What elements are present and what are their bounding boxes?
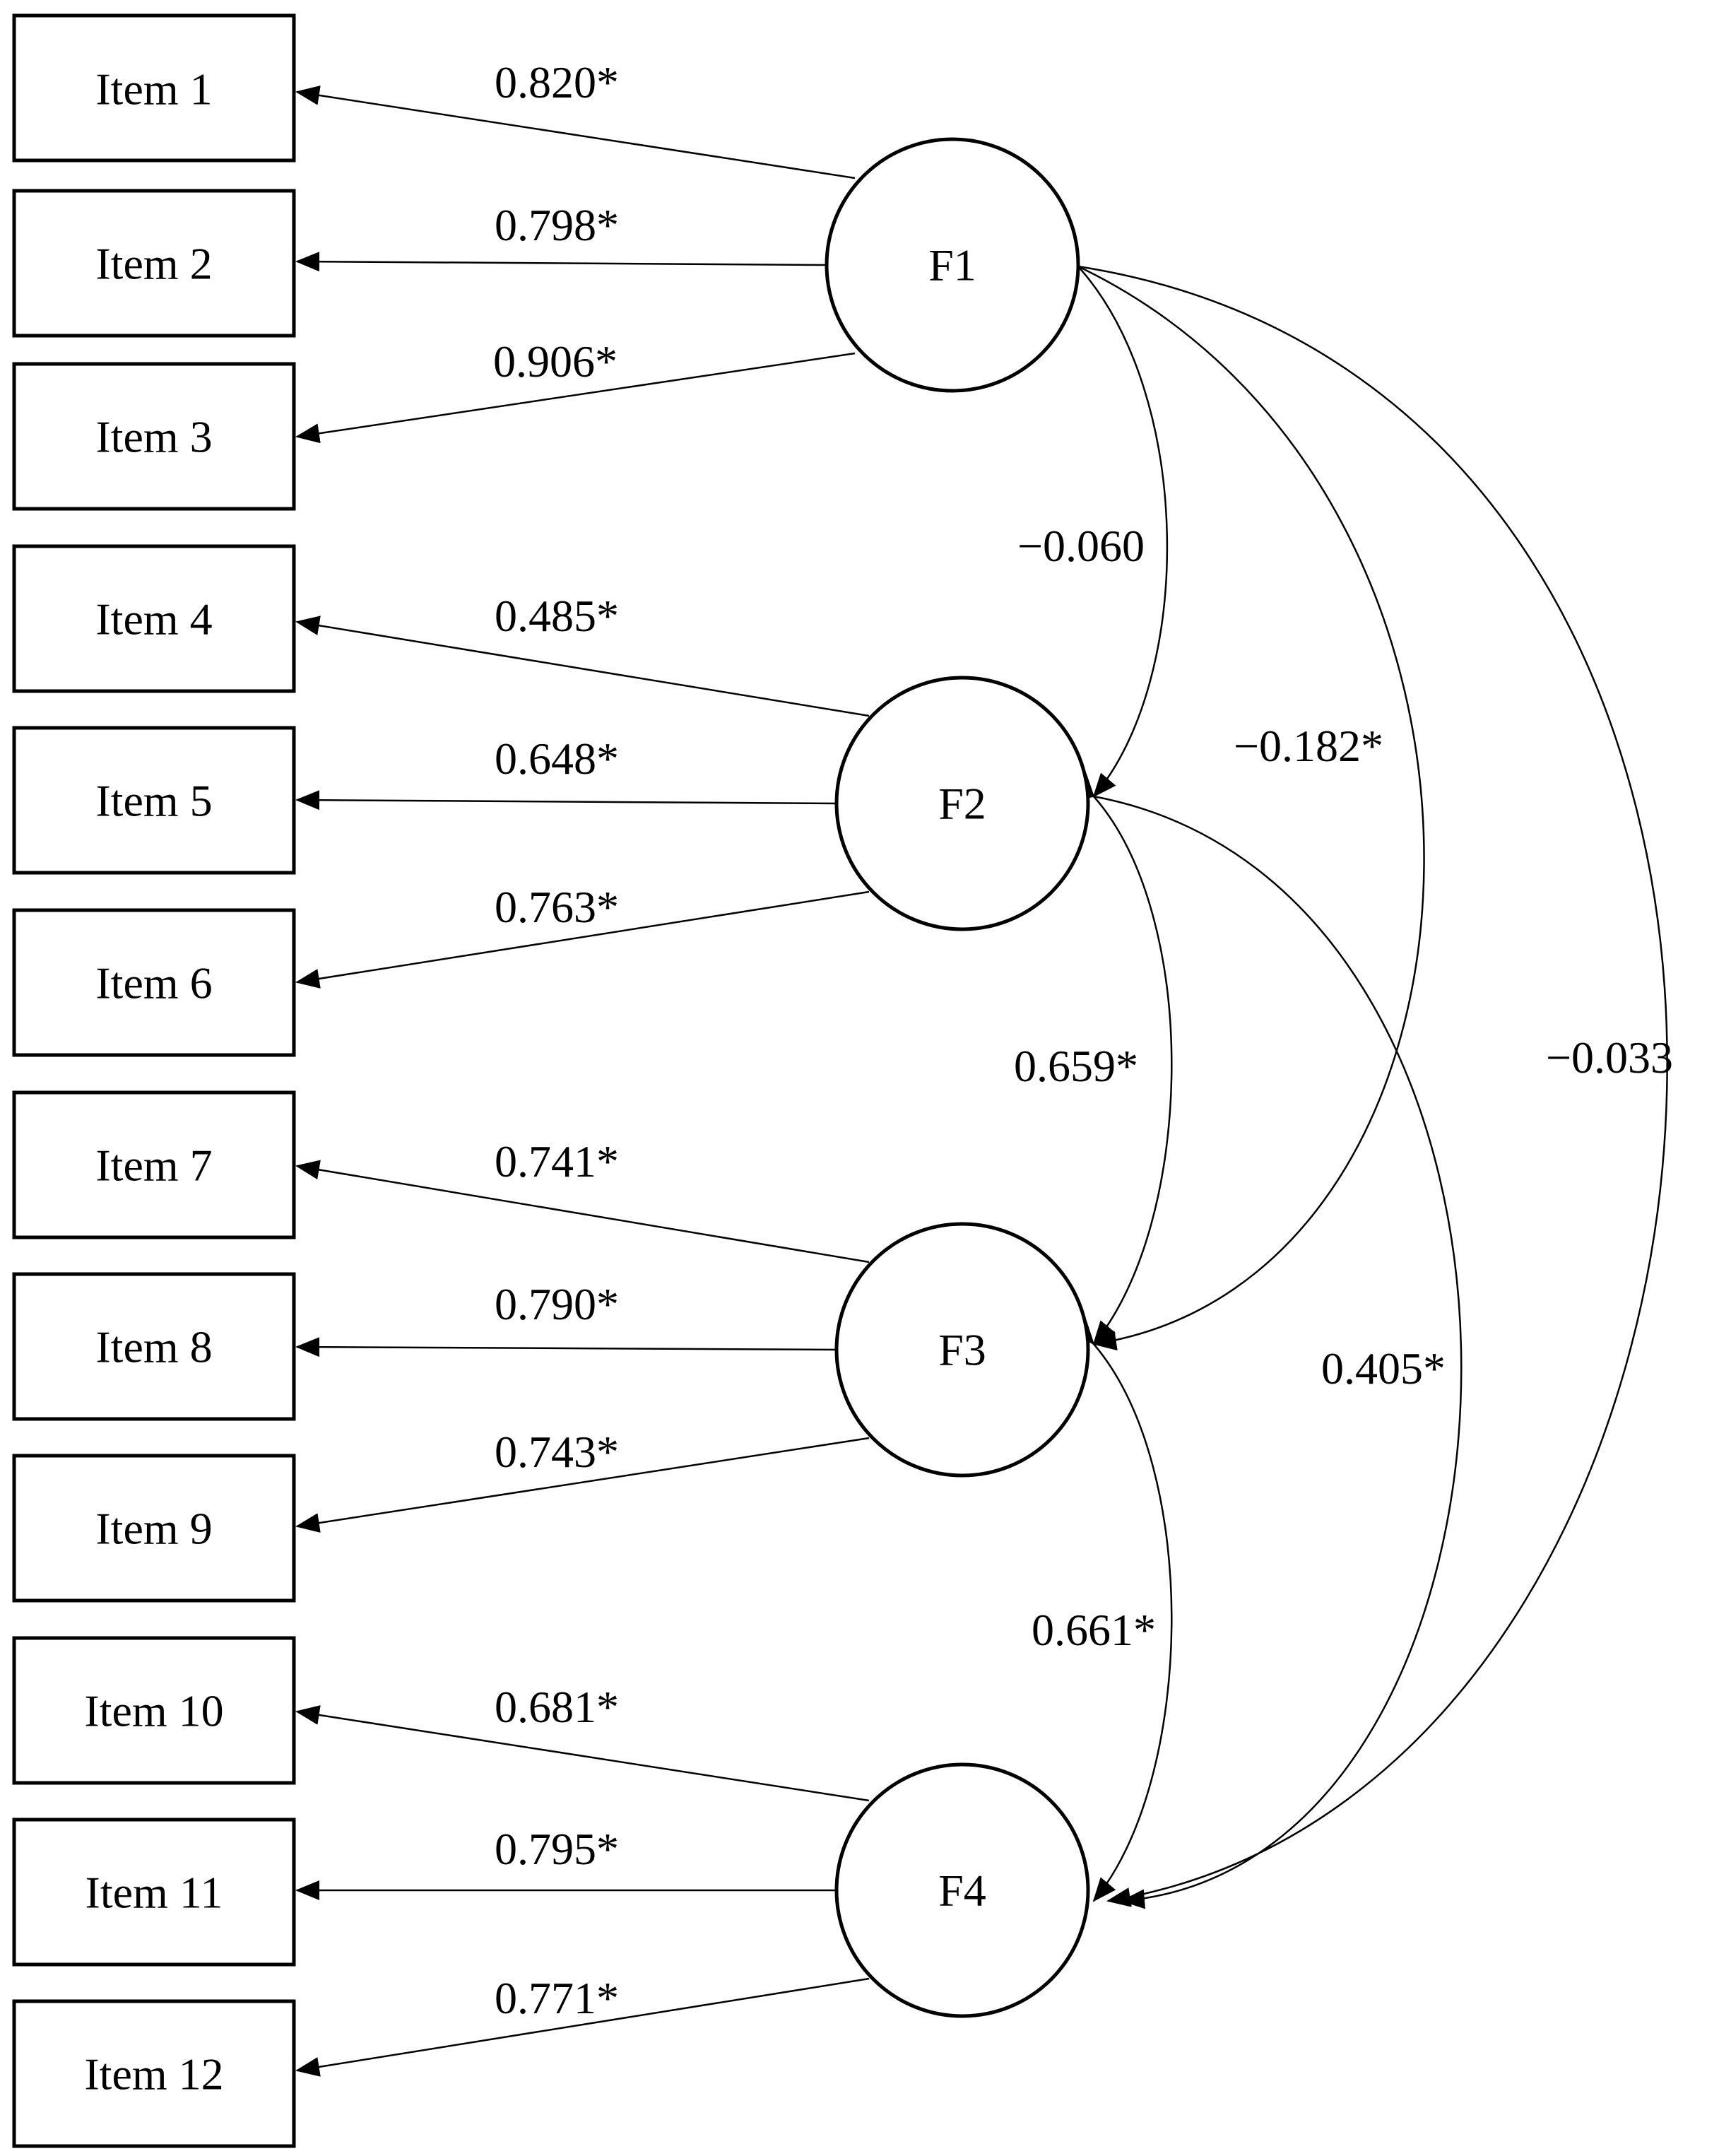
item-box-2 xyxy=(12,189,296,338)
factor-label-f1: F1 xyxy=(928,240,976,290)
corr-label-f1-f4: −0.033 xyxy=(1546,1032,1673,1083)
loading-label-item3: 0.906* xyxy=(493,336,618,387)
item-box-8 xyxy=(12,1272,296,1421)
arrow-f2-item6 xyxy=(295,890,870,989)
arrow-f4-item10 xyxy=(295,1705,870,1802)
factor-circle-f4 xyxy=(834,1762,1090,2018)
arrow-f1-item3 xyxy=(295,352,856,444)
loading-arrows xyxy=(295,86,870,2077)
item-label-10: Item 10 xyxy=(84,1686,223,1736)
arrow-f2-item4 xyxy=(295,615,870,717)
item-label-5: Item 5 xyxy=(95,776,212,826)
item-box-1 xyxy=(12,13,296,163)
item-label-3: Item 3 xyxy=(95,412,212,462)
factor-circle-f1 xyxy=(825,137,1080,393)
arrow-f2-item5 xyxy=(295,790,838,811)
item-box-9 xyxy=(12,1454,296,1603)
loading-label-item2: 0.798* xyxy=(495,200,619,250)
factor-label-f3: F3 xyxy=(938,1325,986,1375)
item-box-12 xyxy=(12,1999,296,2148)
arc-f2-f4 xyxy=(1069,782,1463,1909)
arc-f3-f4 xyxy=(1071,1320,1173,1902)
corr-label-f3-f4: 0.661* xyxy=(1032,1605,1156,1655)
item-label-7: Item 7 xyxy=(95,1141,212,1191)
corr-label-f1-f3: −0.182* xyxy=(1234,721,1383,771)
factor-nodes xyxy=(825,137,1090,2018)
loading-label-item1: 0.820* xyxy=(495,57,619,107)
arrow-f3-item9 xyxy=(295,1437,870,1533)
factor-labels: F1 F2 F3 F4 xyxy=(928,240,986,1916)
factor-circle-f2 xyxy=(834,676,1090,931)
arrow-f3-item7 xyxy=(295,1160,870,1263)
arc-f1-f4 xyxy=(1054,253,1668,1907)
loading-label-item7: 0.741* xyxy=(495,1136,619,1186)
item-label-12: Item 12 xyxy=(84,2049,223,2099)
loading-label-item4: 0.485* xyxy=(495,591,619,641)
loading-label-item12: 0.771* xyxy=(495,1973,619,2023)
item-box-6 xyxy=(12,908,296,1057)
item-label-1: Item 1 xyxy=(95,64,212,114)
item-label-2: Item 2 xyxy=(95,239,212,289)
item-label-9: Item 9 xyxy=(95,1504,212,1554)
item-box-5 xyxy=(12,726,296,875)
indicator-labels: Item 1 Item 2 Item 3 Item 4 Item 5 Item … xyxy=(84,64,223,2099)
item-label-11: Item 11 xyxy=(85,1868,223,1918)
item-label-6: Item 6 xyxy=(95,958,212,1008)
item-box-3 xyxy=(12,362,296,511)
item-box-10 xyxy=(12,1636,296,1785)
correlation-labels: −0.060 −0.182* −0.033 0.659* 0.405* 0.66… xyxy=(1014,521,1673,1655)
corr-label-f1-f2: −0.060 xyxy=(1017,521,1145,571)
arrow-f1-item1 xyxy=(295,86,856,179)
loading-label-item8: 0.790* xyxy=(495,1279,619,1329)
correlation-arcs xyxy=(1053,242,1668,1909)
arc-f1-f3 xyxy=(1053,247,1425,1350)
factor-circle-f3 xyxy=(834,1222,1090,1478)
loading-label-item10: 0.681* xyxy=(495,1682,619,1732)
loading-label-item11: 0.795* xyxy=(495,1824,619,1874)
loading-labels: 0.820* 0.798* 0.906* 0.485* 0.648* 0.763… xyxy=(493,57,619,2023)
item-box-7 xyxy=(12,1090,296,1239)
arrow-f1-item2 xyxy=(295,252,827,272)
loading-label-item5: 0.648* xyxy=(495,734,619,784)
corr-label-f2-f3: 0.659* xyxy=(1014,1041,1138,1091)
loading-label-item9: 0.743* xyxy=(495,1427,619,1477)
factor-label-f2: F2 xyxy=(938,779,986,829)
item-box-4 xyxy=(12,544,296,693)
item-label-4: Item 4 xyxy=(95,594,212,644)
arrow-f4-item12 xyxy=(295,1977,870,2077)
item-box-11 xyxy=(12,1818,296,1967)
factor-label-f4: F4 xyxy=(938,1866,986,1916)
indicator-boxes xyxy=(12,13,296,2148)
arrow-f3-item8 xyxy=(295,1337,838,1357)
item-label-8: Item 8 xyxy=(95,1322,212,1372)
loading-label-item6: 0.763* xyxy=(495,882,619,932)
corr-label-f2-f4: 0.405* xyxy=(1321,1343,1446,1394)
